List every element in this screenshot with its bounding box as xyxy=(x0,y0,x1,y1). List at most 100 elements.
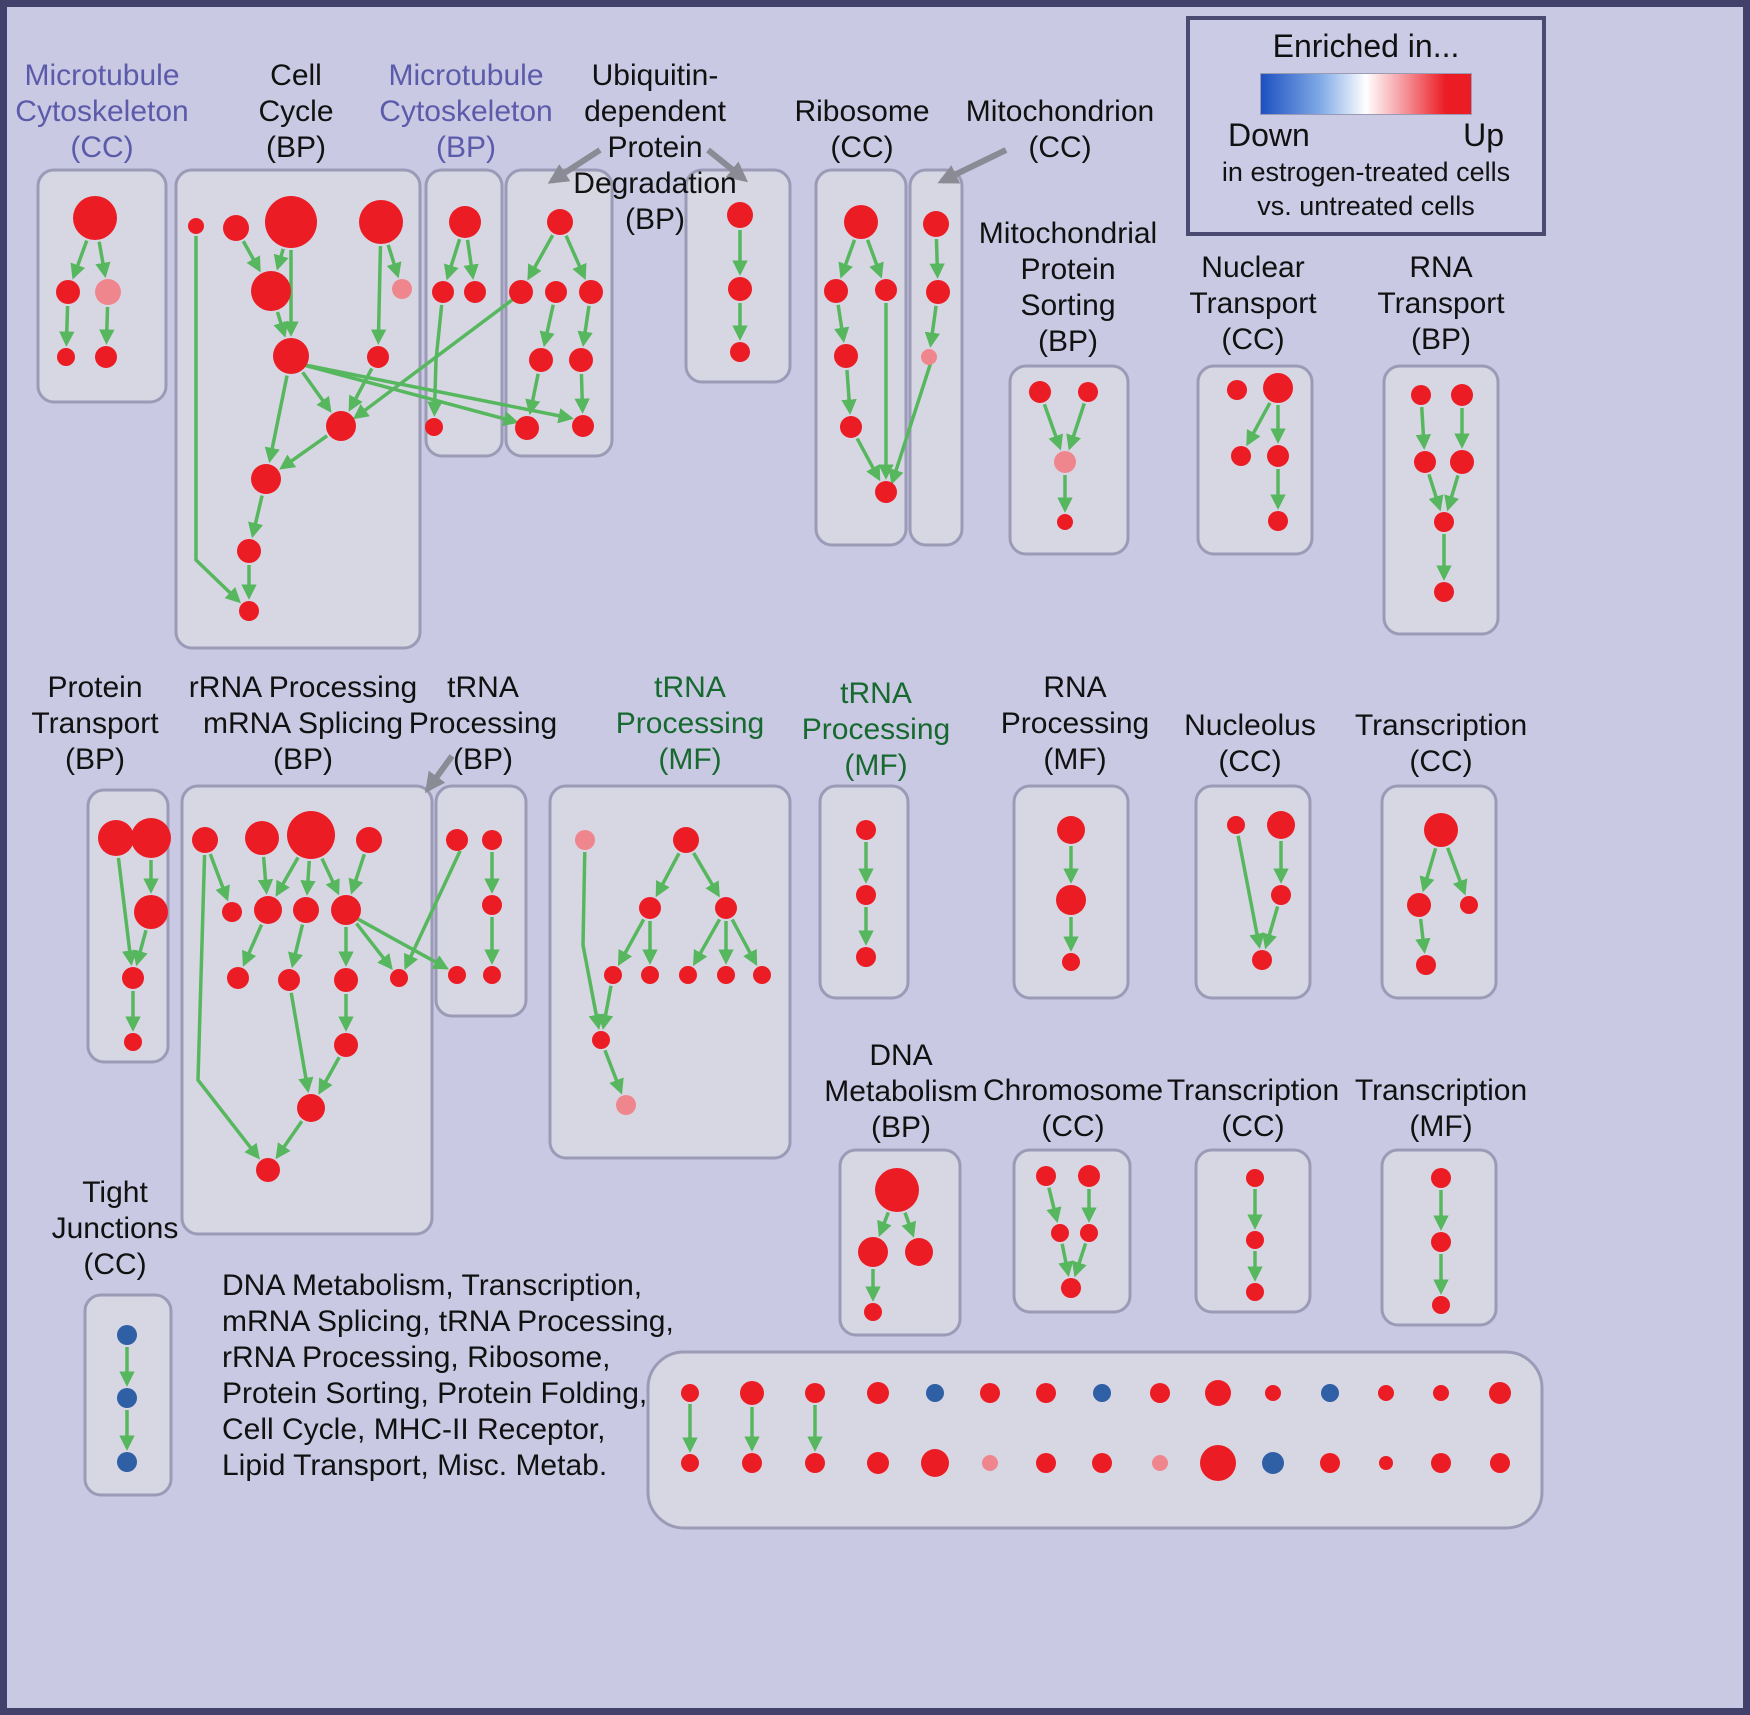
legend-title: Enriched in... xyxy=(1272,28,1460,64)
edge-arrow-rna-transport-bp xyxy=(1427,473,1444,512)
go-term-node-dna-metabolism-bp xyxy=(875,1168,919,1212)
go-term-node-rna-transport-bp xyxy=(1451,384,1473,406)
edge-arrow-rrna-processing-mrna-splicing-bp xyxy=(320,857,340,896)
edge-arrow-rrna-processing-mrna-splicing-bp xyxy=(289,992,314,1094)
go-term-node-transcription-cc xyxy=(1416,955,1436,975)
edge-arrow-rrna-processing-mrna-splicing-bp xyxy=(257,856,274,895)
edge-arrow-trna-processing-mf-large xyxy=(617,918,646,967)
go-term-node-miscellaneous xyxy=(805,1453,825,1473)
go-term-node-miscellaneous xyxy=(805,1383,825,1403)
go-term-node-trna-processing-mf-large xyxy=(616,1095,636,1115)
edge-arrow-cell-cycle-bp xyxy=(194,236,241,604)
go-term-node-ribosome-cc xyxy=(875,279,897,301)
edge-arrow-rrna-processing-mrna-splicing-bp xyxy=(208,853,230,902)
cluster-box-nuclear-transport-cc xyxy=(1196,364,1314,556)
edge-arrow-transcription-cc xyxy=(1446,847,1468,896)
edge-arrow-nuclear-transport-cc xyxy=(1246,402,1272,447)
go-term-node-rrna-processing-mrna-splicing-bp xyxy=(390,969,408,987)
edge-arrow-ribosome-cc xyxy=(855,437,881,482)
go-term-node-transcription-cc-2 xyxy=(1246,1283,1264,1301)
go-term-node-miscellaneous xyxy=(980,1383,1000,1403)
go-term-node-trna-processing-bp xyxy=(483,966,501,984)
go-term-node-transcription-cc xyxy=(1424,813,1458,847)
go-term-node-miscellaneous xyxy=(1378,1385,1394,1401)
legend-subtitle-1: in estrogen-treated cells xyxy=(1221,157,1511,187)
go-term-node-microtubule-cytoskeleton-cc xyxy=(73,196,117,240)
go-term-node-trna-processing-mf-large xyxy=(592,1031,610,1049)
go-term-node-rrna-processing-mrna-splicing-bp xyxy=(245,821,279,855)
go-term-node-protein-transport-bp xyxy=(98,820,134,856)
edge-arrow-ribosome-cc xyxy=(838,239,857,279)
edges-layer xyxy=(59,147,1470,1453)
go-term-node-ubiquitin-degradation-bp-2 xyxy=(728,277,752,301)
edge-arrow-chromosome-cc xyxy=(1058,1243,1074,1278)
edge-arrow-nucleolus-cc xyxy=(1262,906,1280,950)
edge-arrow-ubiquitin-degradation-bp xyxy=(574,373,590,414)
go-term-node-rrna-processing-mrna-splicing-bp xyxy=(293,897,319,923)
go-term-node-ribosome-cc xyxy=(834,344,858,368)
edge-arrow-trna-processing-mf-large xyxy=(693,918,722,967)
edge-arrow-microtubule-cytoskeleton-cc xyxy=(99,306,115,345)
go-term-node-transcription-mf xyxy=(1431,1232,1451,1252)
go-term-node-protein-transport-bp xyxy=(134,895,168,929)
go-term-node-transcription-mf xyxy=(1431,1168,1451,1188)
go-term-node-cell-cycle-bp xyxy=(265,196,317,248)
go-term-node-microtubule-cytoskeleton-cc xyxy=(56,280,80,304)
go-term-node-microtubule-cytoskeleton-bp xyxy=(432,281,454,303)
go-term-node-nuclear-transport-cc xyxy=(1267,445,1289,467)
annotation-arrow-trna-processing-bp-box xyxy=(425,754,455,794)
go-term-node-tight-junctions-cc xyxy=(117,1388,137,1408)
go-term-node-miscellaneous xyxy=(740,1381,764,1405)
go-term-node-transcription-mf xyxy=(1432,1296,1450,1314)
edge-arrow-cell-cycle-bp xyxy=(348,367,374,412)
legend-downup-row: Down Up xyxy=(1228,117,1504,154)
go-term-node-rrna-processing-mrna-splicing-bp xyxy=(254,896,282,924)
cluster-box-microtubule-cytoskeleton-bp xyxy=(424,168,504,458)
go-term-node-miscellaneous xyxy=(681,1384,699,1402)
edge-arrow-trna-processing-mf-large xyxy=(581,851,604,1031)
go-term-node-cell-cycle-bp xyxy=(251,464,281,494)
go-term-node-microtubule-cytoskeleton-bp xyxy=(449,206,481,238)
edge-arrow-microtubule-cytoskeleton-bp xyxy=(443,238,462,281)
edge-arrow-mitochondrion-cc xyxy=(924,305,940,348)
go-term-node-miscellaneous xyxy=(1321,1384,1339,1402)
go-term-node-trna-processing-bp xyxy=(446,829,468,851)
go-term-node-mitochondrion-cc xyxy=(926,280,950,304)
go-term-node-miscellaneous xyxy=(1150,1383,1170,1403)
go-term-node-trna-processing-mf-large xyxy=(604,966,622,984)
nodes-layer xyxy=(56,196,1511,1481)
go-term-node-rna-processing-mf xyxy=(1056,885,1086,915)
go-term-node-rrna-processing-mrna-splicing-bp xyxy=(192,827,218,853)
edge-arrow-rna-transport-bp xyxy=(1415,406,1432,450)
cluster-box-transcription-cc xyxy=(1380,784,1498,1000)
edge-arrow-transcription-cc xyxy=(1415,918,1431,954)
go-term-node-mitochondrion-cc xyxy=(923,211,949,237)
edge-arrow-protein-transport-bp xyxy=(132,929,148,967)
cluster-box-nucleolus-cc xyxy=(1194,784,1312,1000)
go-term-node-cell-cycle-bp xyxy=(237,539,261,563)
cross-cluster-edge-arrow xyxy=(301,362,519,427)
go-term-node-mitochondrion-cc xyxy=(921,349,937,365)
go-term-node-nuclear-transport-cc xyxy=(1263,373,1293,403)
go-term-node-rrna-processing-mrna-splicing-bp xyxy=(334,1033,358,1057)
go-term-node-miscellaneous xyxy=(926,1384,944,1402)
edge-arrow-cell-cycle-bp xyxy=(301,371,332,413)
edge-arrow-cell-cycle-bp xyxy=(264,375,289,464)
go-term-node-miscellaneous xyxy=(1490,1453,1510,1473)
edge-arrow-trna-processing-mf-large xyxy=(598,985,614,1031)
legend-down-label: Down xyxy=(1228,117,1310,153)
go-term-node-ribosome-cc xyxy=(844,205,878,239)
go-term-node-ubiquitin-degradation-bp xyxy=(509,280,533,304)
annotation-arrow-ubiquitin-left-box xyxy=(547,147,602,184)
go-term-node-cell-cycle-bp xyxy=(359,200,403,244)
go-term-node-miscellaneous xyxy=(1262,1452,1284,1474)
go-term-node-protein-transport-bp xyxy=(124,1033,142,1051)
go-term-node-trna-processing-mf-small xyxy=(856,820,876,840)
go-term-node-miscellaneous xyxy=(921,1449,949,1477)
go-term-node-miscellaneous xyxy=(1200,1445,1236,1481)
edge-arrow-cell-cycle-bp xyxy=(370,245,387,345)
cluster-boxes-layer xyxy=(36,168,1544,1530)
cross-cluster-edge-arrow xyxy=(404,850,462,970)
go-term-node-rna-transport-bp xyxy=(1434,512,1454,532)
edge-arrow-mitochondrial-protein-sorting-bp xyxy=(1042,403,1063,451)
